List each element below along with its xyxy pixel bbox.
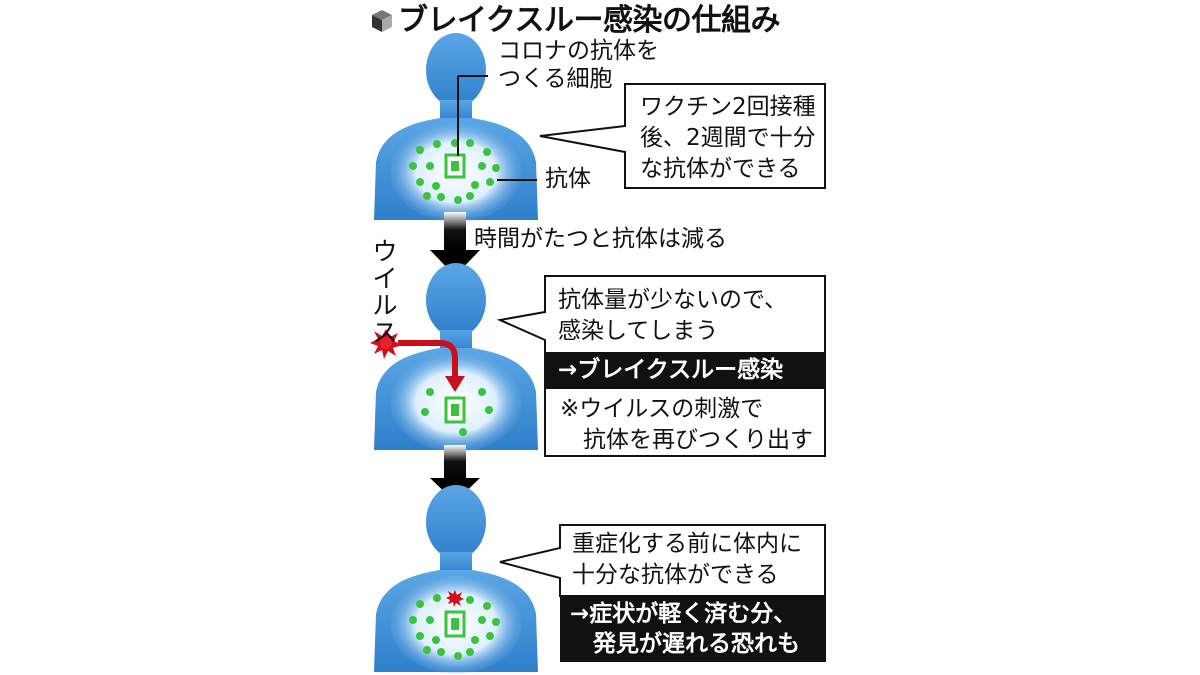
- stage1-note-line1: ワクチン2回接種: [640, 92, 816, 123]
- antibody-cell-3: [446, 612, 464, 636]
- stage3-note-line2: 十分な抗体ができる: [572, 560, 802, 591]
- person-figure-3: [374, 485, 538, 674]
- antibody-cell-2: [446, 398, 464, 422]
- stage3-result-line1: →症状が軽く済む分、: [570, 599, 816, 629]
- stage1-note-line2: 後、2週間で十分: [640, 123, 816, 154]
- stage3-note: 重症化する前に体内に 十分な抗体ができる: [572, 529, 802, 591]
- stage2-footnote-line1: ※ウイルスの刺激で: [560, 394, 813, 425]
- stage3-result-line2: 発見が遅れる恐れも: [570, 629, 816, 659]
- stage2-result-band: →ブレイクスルー感染: [546, 352, 824, 389]
- stage2-footnote: ※ウイルスの刺激で 抗体を再びつくり出す: [560, 394, 813, 456]
- stage2-note-line1: 抗体量が少ないので、: [558, 285, 787, 316]
- cube-icon: [372, 10, 392, 32]
- stage1-note: ワクチン2回接種 後、2週間で十分 な抗体ができる: [640, 92, 816, 185]
- arrow1-label: 時間がたつと抗体は減る: [474, 228, 727, 251]
- stage2-note-line2: 感染してしまう: [558, 316, 787, 347]
- stage2-footnote-line2: 抗体を再びつくり出す: [560, 425, 813, 456]
- stage1-note-line3: な抗体ができる: [640, 154, 816, 185]
- cell-label-line1: コロナの抗体を: [498, 40, 659, 63]
- antibody-label: 抗体: [545, 168, 591, 191]
- virus-label: ウイルス: [370, 238, 400, 346]
- page-title: ブレイクスルー感染の仕組み: [398, 6, 780, 36]
- cell-label-line2: つくる細胞: [498, 68, 613, 91]
- antibody-cell-1: [446, 155, 464, 177]
- stage3-result-band: →症状が軽く済む分、 発見が遅れる恐れも: [560, 596, 826, 662]
- stage2-note: 抗体量が少ないので、 感染してしまう: [558, 285, 787, 347]
- stage3-note-line1: 重症化する前に体内に: [572, 529, 802, 560]
